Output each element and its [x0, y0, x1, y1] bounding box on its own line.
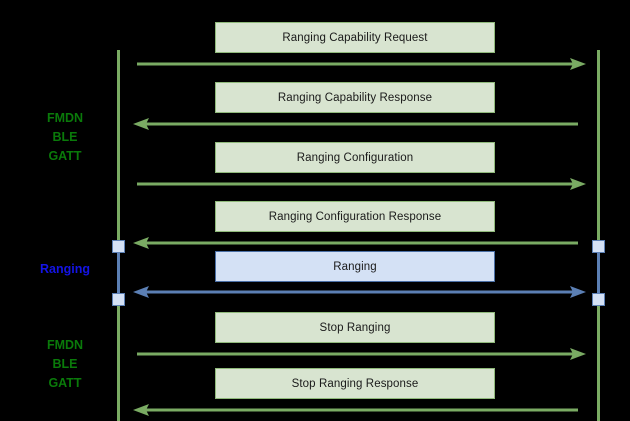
message-box-ranging: Ranging [215, 251, 495, 282]
message-arrow-ranging [133, 285, 586, 299]
message-box-ranging-capability-response: Ranging Capability Response [215, 82, 495, 113]
message-arrow-stop-ranging-response [133, 403, 578, 417]
message-box-stop-ranging-response: Stop Ranging Response [215, 368, 495, 399]
message-arrow-ranging-capability-response [133, 117, 578, 131]
message-label: Ranging Configuration Response [268, 210, 442, 223]
activation-node-initiator-start [112, 240, 125, 253]
message-label: Stop Ranging [319, 321, 391, 334]
activation-node-responder-start [592, 240, 605, 253]
activation-bar-initiator [117, 246, 120, 300]
message-box-stop-ranging: Stop Ranging [215, 312, 495, 343]
message-label: Ranging [333, 260, 377, 273]
phase-label-ranging: Ranging [40, 262, 90, 276]
message-arrow-ranging-configuration [131, 177, 586, 191]
message-arrow-ranging-capability-request [131, 57, 586, 71]
message-box-ranging-configuration: Ranging Configuration [215, 142, 495, 173]
message-box-ranging-configuration-response: Ranging Configuration Response [215, 201, 495, 232]
message-label: Stop Ranging Response [291, 377, 419, 390]
activation-node-responder-end [592, 293, 605, 306]
initiator-lifeline [117, 50, 120, 421]
message-label: Ranging Capability Request [282, 31, 428, 44]
message-arrow-ranging-configuration-response [133, 236, 578, 250]
activation-node-initiator-end [112, 293, 125, 306]
responder-lifeline [597, 50, 600, 421]
message-label: Ranging Configuration [296, 151, 414, 164]
message-label: Ranging Capability Response [277, 91, 433, 104]
message-box-ranging-capability-request: Ranging Capability Request [215, 22, 495, 53]
activation-bar-responder [597, 246, 600, 300]
message-arrow-stop-ranging [131, 347, 586, 361]
phase-label-fmdn-bottom: FMDN BLE GATT [46, 338, 84, 390]
phase-label-fmdn-top: FMDN BLE GATT [46, 111, 84, 163]
